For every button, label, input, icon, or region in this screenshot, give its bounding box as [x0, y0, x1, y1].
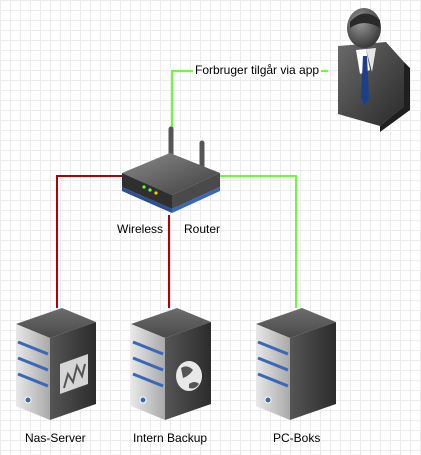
pc-server-icon	[256, 308, 336, 420]
backup-server-icon	[131, 308, 211, 420]
link-router-pc	[220, 175, 297, 308]
pc-server-label: PC-Boks	[273, 431, 321, 445]
router-label-router: Router	[184, 222, 221, 236]
link-user-router	[171, 70, 328, 131]
backup-server-label: Intern Backup	[133, 431, 208, 445]
nas-server-label: Nas-Server	[25, 431, 86, 445]
router-icon	[122, 126, 220, 213]
user-icon	[338, 8, 410, 132]
router-label-wireless: Wireless	[117, 222, 164, 236]
connection-lines	[56, 70, 328, 308]
user-link-label: Forbruger tilgår via app	[193, 63, 322, 77]
nas-server-icon	[16, 308, 96, 420]
link-router-nas	[56, 175, 122, 308]
